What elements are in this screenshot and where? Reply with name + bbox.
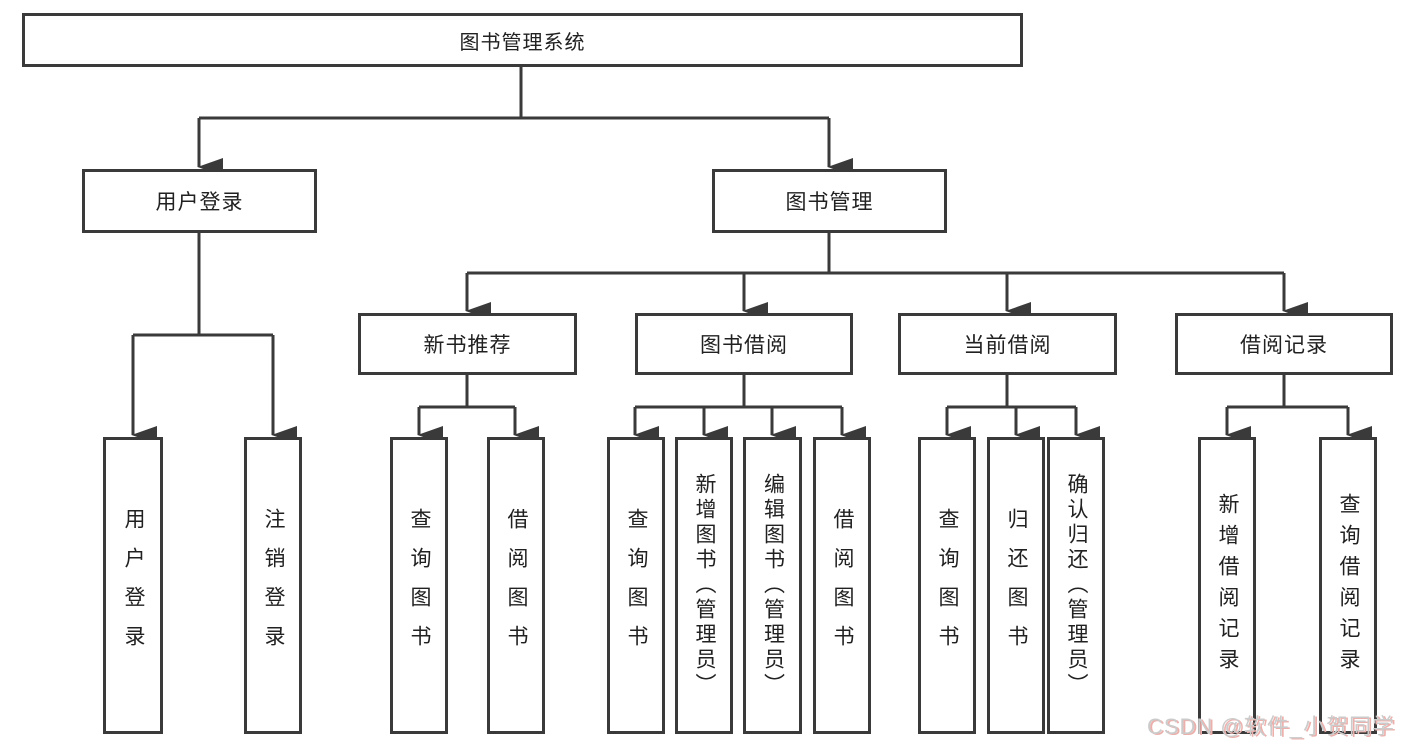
leaf-edit-book-admin-label: 编辑图书（管理员） <box>761 473 785 698</box>
connector-user-login <box>131 233 297 444</box>
leaf-borrow-books-recommend-label: 借阅图书 <box>505 507 528 664</box>
leaf-add-book-admin-label: 新增图书（管理员） <box>693 473 716 698</box>
node-root: 图书管理系统 <box>22 13 1023 67</box>
node-book-management-label: 图书管理 <box>785 191 874 214</box>
leaf-borrow-books-recommend: 借阅图书 <box>487 437 545 734</box>
leaf-return-book: 归还图书 <box>987 437 1045 734</box>
node-borrow-records-label: 借阅记录 <box>1240 334 1328 357</box>
leaf-query-books-recommend: 查询图书 <box>390 437 448 734</box>
leaf-user-login-label: 用户登录 <box>122 507 145 664</box>
node-book-borrow-label: 图书借阅 <box>700 334 788 357</box>
leaf-confirm-return-admin: 确认归还（管理员） <box>1047 437 1105 734</box>
leaf-confirm-return-admin-label: 确认归还（管理员） <box>1065 473 1088 698</box>
leaf-add-borrow-record: 新增借阅记录 <box>1198 437 1256 734</box>
leaf-borrow-books: 借阅图书 <box>813 437 871 734</box>
node-user-login-label: 用户登录 <box>155 191 244 214</box>
node-root-label: 图书管理系统 <box>459 31 586 54</box>
leaf-edit-book-admin: 编辑图书（管理员） <box>743 437 802 734</box>
connector-book-borrow <box>633 375 866 444</box>
connector-borrow-records <box>1225 375 1372 444</box>
node-book-borrow: 图书借阅 <box>635 313 853 375</box>
node-user-login: 用户登录 <box>82 169 317 233</box>
leaf-return-book-label: 归还图书 <box>1005 507 1028 664</box>
node-book-management: 图书管理 <box>712 169 947 233</box>
leaf-borrow-books-label: 借阅图书 <box>831 507 854 664</box>
leaf-query-books-recommend-label: 查询图书 <box>408 507 431 664</box>
leaf-logout-label: 注销登录 <box>262 507 285 664</box>
leaf-query-books-current: 查询图书 <box>918 437 976 734</box>
leaf-user-login: 用户登录 <box>103 437 163 734</box>
node-new-book-recommend: 新书推荐 <box>358 313 577 375</box>
leaf-add-borrow-record-label: 新增借阅记录 <box>1216 492 1239 679</box>
connector-book-management <box>465 233 1308 320</box>
connector-current-borrow <box>945 375 1100 444</box>
leaf-query-books-borrow: 查询图书 <box>607 437 665 734</box>
connector-root <box>197 67 853 176</box>
node-current-borrow-label: 当前借阅 <box>963 334 1052 357</box>
leaf-query-books-current-label: 查询图书 <box>936 507 959 664</box>
leaf-query-books-borrow-label: 查询图书 <box>625 507 648 664</box>
leaf-query-borrow-record-label: 查询借阅记录 <box>1337 492 1360 679</box>
leaf-add-book-admin: 新增图书（管理员） <box>675 437 733 734</box>
node-borrow-records: 借阅记录 <box>1175 313 1393 375</box>
leaf-logout: 注销登录 <box>244 437 302 734</box>
csdn-watermark: CSDN @软件_小贺同学 <box>1146 714 1395 739</box>
node-current-borrow: 当前借阅 <box>898 313 1117 375</box>
node-new-book-recommend-label: 新书推荐 <box>423 334 512 357</box>
leaf-query-borrow-record: 查询借阅记录 <box>1319 437 1377 734</box>
connector-new-book-recommend <box>417 375 539 444</box>
